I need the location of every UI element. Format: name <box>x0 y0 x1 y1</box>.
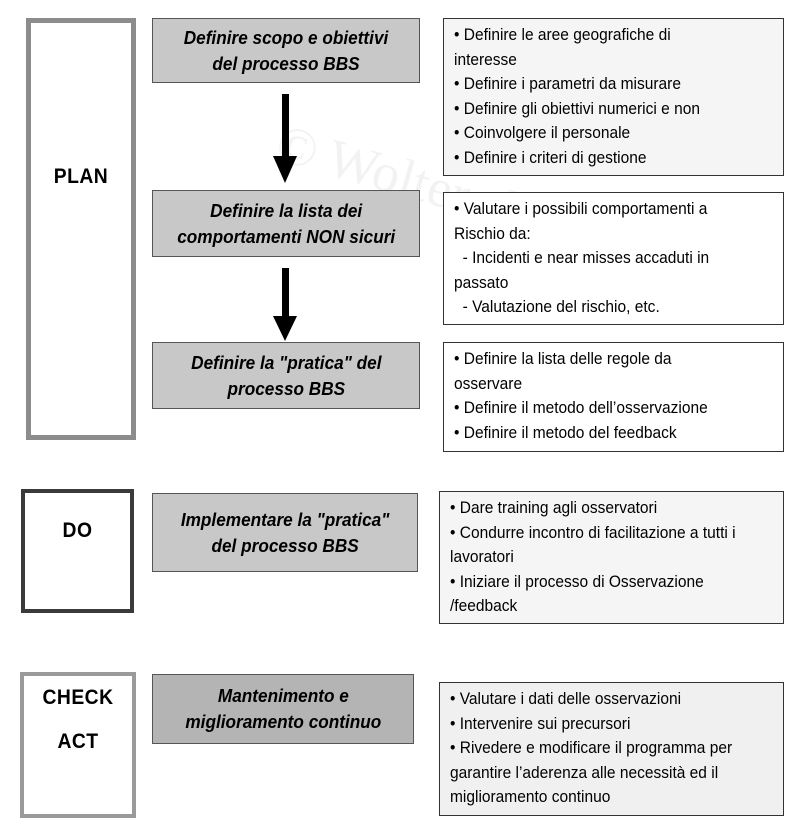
detail-line: • Iniziare il processo di Osservazione <box>450 572 704 591</box>
detail-line: interesse <box>454 50 517 69</box>
detail-line: • Valutare i dati delle osservazioni <box>450 690 682 708</box>
phase-plan-label: PLAN <box>53 165 109 188</box>
step-define-practice: Definire la "pratica" del processo BBS <box>152 342 420 409</box>
detail-line: • Definire le aree geografiche di <box>454 26 671 44</box>
detail-line: • Definire i criteri di gestione <box>454 148 647 167</box>
step-line: del processo BBS <box>211 534 359 556</box>
detail-line: - Valutazione del rischio, etc. <box>454 298 660 316</box>
detail-line: • Definire la lista delle regole da <box>454 350 672 368</box>
arrow-down-icon <box>273 94 297 183</box>
step-define-scope: Definire scopo e obiettivi del processo … <box>152 18 420 83</box>
phase-check-label: CHECK <box>42 686 114 709</box>
step-define-unsafe-behaviors: Definire la lista dei comportamenti NON … <box>152 190 420 257</box>
detail-line: lavoratori <box>450 548 514 566</box>
step-line: Definire la "pratica" del <box>190 351 382 373</box>
detail-box-scope: • Definire le aree geografiche di intere… <box>443 18 784 176</box>
phase-act-label: ACT <box>57 730 99 753</box>
detail-line: • Intervenire sui precursori <box>450 714 631 733</box>
detail-line: • Dare training agli osservatori <box>450 499 658 517</box>
detail-line: miglioramento continuo <box>450 788 611 806</box>
step-continuous-improvement: Mantenimento e miglioramento continuo <box>152 674 414 744</box>
phase-do-label: DO <box>62 519 93 542</box>
detail-line: • Valutare i possibili comportamenti a <box>454 200 708 218</box>
detail-line: • Coinvolgere il personale <box>454 124 631 142</box>
detail-box-unsafe-behaviors: • Valutare i possibili comportamenti a R… <box>443 192 784 325</box>
step-line: comportamenti NON sicuri <box>177 225 395 247</box>
detail-line: Rischio da: <box>454 224 531 243</box>
detail-line: osservare <box>454 374 523 393</box>
step-implement-practice: Implementare la "pratica" del processo B… <box>152 493 418 572</box>
step-line: Mantenimento e <box>217 685 349 706</box>
step-line: Definire la lista dei <box>209 199 363 221</box>
phase-check-act-box: CHECK ACT <box>20 672 136 818</box>
step-line: processo BBS <box>227 377 345 399</box>
step-line: del processo BBS <box>212 52 360 74</box>
detail-line: /feedback <box>450 597 518 615</box>
detail-line: - Incidenti e near misses accaduti in <box>454 249 710 267</box>
detail-line: • Definire il metodo del feedback <box>454 423 677 442</box>
step-line: Definire scopo e obiettivi <box>183 26 389 48</box>
phase-do-box: DO <box>21 489 134 613</box>
detail-line: • Definire i parametri da misurare <box>454 75 681 93</box>
detail-line: • Condurre incontro di facilitazione a t… <box>450 523 736 542</box>
detail-line: • Definire il metodo dell’osservazione <box>454 399 708 417</box>
step-line: Implementare la "pratica" <box>180 508 390 530</box>
detail-box-implement: • Dare training agli osservatori • Condu… <box>439 491 784 624</box>
step-line: miglioramento continuo <box>185 711 381 732</box>
phase-plan-box: PLAN <box>26 18 136 440</box>
detail-line: passato <box>454 273 509 292</box>
detail-line: • Rivedere e modificare il programma per <box>450 739 733 757</box>
detail-box-check-act: • Valutare i dati delle osservazioni • I… <box>439 682 784 816</box>
arrow-down-icon <box>273 268 297 341</box>
detail-line: • Definire gli obiettivi numerici e non <box>454 99 700 118</box>
detail-box-practice: • Definire la lista delle regole da osse… <box>443 342 784 452</box>
detail-line: garantire l’aderenza alle necessità ed i… <box>450 763 719 782</box>
